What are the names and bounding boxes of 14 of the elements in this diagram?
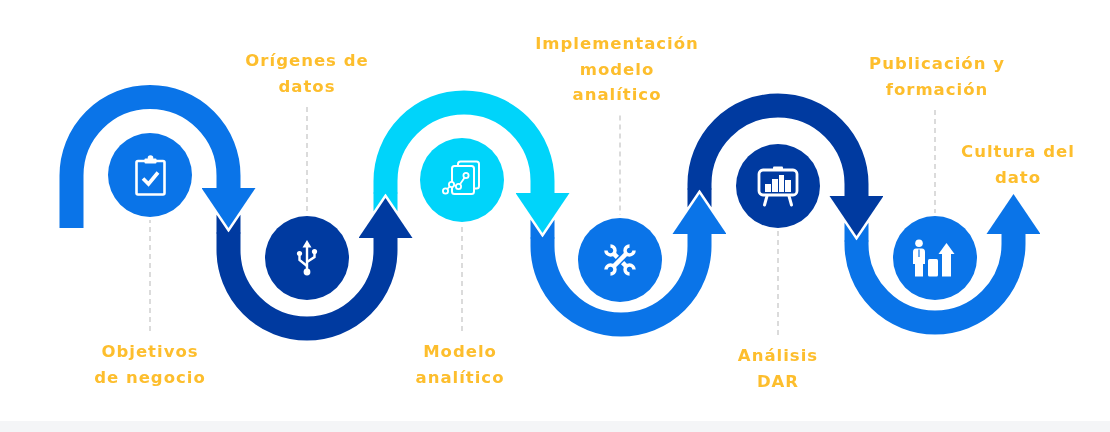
step-circle — [893, 216, 977, 300]
end-label: Cultura del dato — [960, 141, 1076, 189]
step-label: Publicación y formación — [862, 51, 1012, 102]
leader-line — [149, 219, 151, 332]
leader-line — [461, 224, 463, 332]
leader-line — [934, 109, 936, 214]
leader-line — [306, 106, 308, 214]
step-label: Análisis DAR — [728, 343, 828, 394]
step-label: Implementación modelo analítico — [533, 31, 701, 108]
step-label: Orígenes de datos — [237, 48, 377, 99]
step-label: Objetivos de negocio — [88, 339, 212, 390]
step-label: Modelo analítico — [405, 339, 515, 390]
step-circle — [578, 218, 662, 302]
leader-line — [777, 230, 779, 336]
